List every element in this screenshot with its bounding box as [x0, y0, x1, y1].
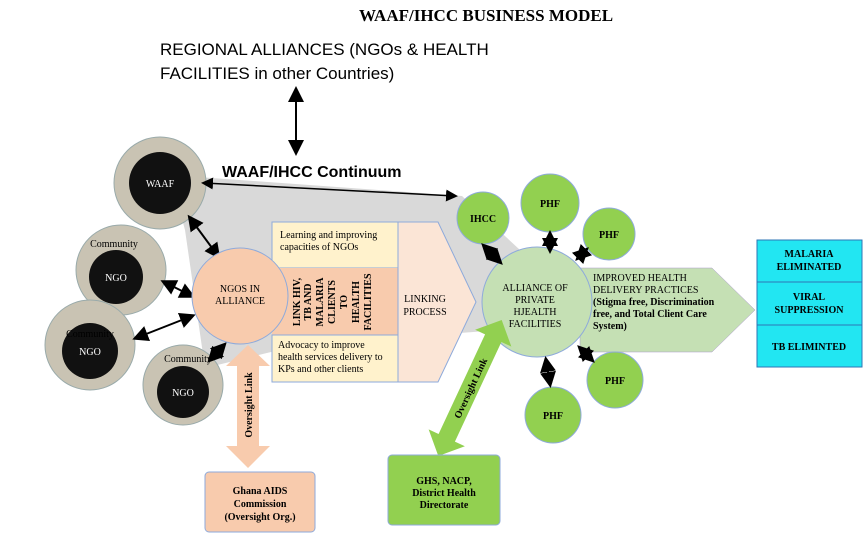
svg-text:HJEALTH: HJEALTH [514, 307, 557, 318]
oversight-arrow-ghana: Oversight Link [226, 345, 270, 468]
svg-text:HEALTH: HEALTH [351, 281, 362, 323]
phf-node: PHF [586, 351, 644, 409]
svg-text:(Stigma free, Discrimination: (Stigma free, Discrimination [593, 297, 715, 308]
link-box [272, 268, 398, 335]
community-ngo-1: Community NGO [75, 224, 167, 316]
svg-text:PHF: PHF [543, 411, 563, 422]
private-alliance-node: ALLIANCE OF PRIVATE HJEALTH FACILITIES [481, 246, 593, 358]
ihcc-node: IHCC [456, 191, 510, 245]
svg-text:TB AND: TB AND [303, 284, 314, 321]
svg-text:IMPROVED HEALTH: IMPROVED HEALTH [593, 273, 687, 284]
ngo-label: NGO [172, 388, 194, 399]
svg-text:(Oversight Org.): (Oversight Org.) [224, 512, 295, 523]
ngos-in-alliance-node: NGOS IN ALLIANCE [191, 247, 289, 345]
waaf-alliance-arrow [187, 214, 221, 260]
svg-text:GHS, NACP,: GHS, NACP, [416, 476, 472, 487]
regional-line2: FACILITIES in other Countries) [160, 64, 394, 83]
ghs-box: GHS, NACP, District Health Directorate [387, 454, 501, 526]
phf-arrow [577, 345, 595, 363]
waaf-ihcc-arrow [201, 177, 458, 202]
phf-arrow [571, 243, 593, 265]
ngo-label: NGO [79, 347, 101, 358]
ngo2-arrow [132, 312, 196, 342]
svg-text:ELIMINATED: ELIMINATED [777, 262, 842, 273]
community-label: Community [66, 329, 114, 340]
regional-line1: REGIONAL ALLIANCES (NGOs & HEALTH [160, 40, 489, 59]
continuum-label: WAAF/IHCC Continuum [222, 164, 402, 181]
svg-text:MALARIA: MALARIA [315, 277, 326, 327]
learning-box [271, 221, 399, 269]
link-text: LINK HIV, TB AND MALARIA CLIENTS TO HEAL… [292, 273, 374, 330]
ngo-label: NGO [105, 273, 127, 284]
waaf-node: WAAF [113, 136, 207, 230]
svg-text:PHF: PHF [540, 199, 560, 210]
alliance-text: NGOS IN [220, 284, 260, 295]
outcome-tb [756, 324, 863, 368]
svg-text:PHF: PHF [599, 230, 619, 241]
svg-text:CLIENTS: CLIENTS [327, 280, 338, 324]
community-label: Community [164, 354, 212, 365]
svg-text:System): System) [593, 321, 627, 332]
improved-practices-arrow [579, 267, 756, 353]
ihcc-arrow [481, 243, 503, 265]
svg-text:MALARIA: MALARIA [785, 249, 835, 260]
community-ngo-3: Community NGO [142, 344, 224, 426]
linking-text: LINKING [404, 294, 446, 305]
svg-text:District Health: District Health [412, 488, 476, 499]
oversight-label: Oversight Link [244, 372, 255, 438]
svg-text:Ghana AIDS: Ghana AIDS [233, 486, 288, 497]
learning-text: Learning and improving [280, 230, 377, 241]
community-label: Community [90, 239, 138, 250]
waaf-label: WAAF [146, 179, 175, 190]
outcome-boxes: MALARIA ELIMINATED VIRAL SUPPRESSION TB … [756, 239, 863, 368]
phf-node: PHF [524, 386, 582, 444]
alliance-text: ALLIANCE [215, 296, 265, 307]
svg-text:IHCC: IHCC [470, 214, 496, 225]
svg-text:FACILITIES: FACILITIES [363, 273, 374, 330]
page-title: WAAF/IHCC BUSINESS MODEL [359, 6, 613, 25]
linking-text: PROCESS [403, 307, 446, 318]
advocacy-text: Advocacy to improve [278, 340, 365, 351]
svg-text:TO: TO [339, 295, 350, 309]
svg-text:VIRAL: VIRAL [793, 292, 826, 303]
outcome-malaria [756, 239, 863, 283]
svg-text:PRIVATE: PRIVATE [515, 295, 555, 306]
svg-text:FACILITIES: FACILITIES [509, 319, 562, 330]
svg-text:SUPPRESSION: SUPPRESSION [775, 305, 845, 316]
phf-arrow [540, 356, 556, 388]
svg-text:Commission: Commission [234, 499, 287, 510]
advocacy-box [271, 334, 399, 383]
advocacy-text: KPs and other clients [278, 364, 363, 375]
learning-text: capacities of NGOs [280, 242, 358, 253]
ngo3-arrow [207, 342, 227, 363]
svg-text:TB ELIMINTED: TB ELIMINTED [772, 342, 846, 353]
outcome-viral [756, 281, 863, 326]
ngo1-arrow [160, 280, 196, 298]
community-ngo-2: Community NGO [44, 299, 136, 391]
svg-text:DELIVERY PRACTICES: DELIVERY PRACTICES [593, 285, 698, 296]
phf-node: PHF [520, 173, 580, 233]
svg-text:Directorate: Directorate [420, 500, 469, 511]
improved-text: IMPROVED HEALTH DELIVERY PRACTICES (Stig… [593, 273, 715, 332]
svg-text:free, and Total Client Care: free, and Total Client Care [593, 309, 707, 320]
linking-process-chevron [397, 221, 477, 383]
ghana-aids-commission-box: Ghana AIDS Commission (Oversight Org.) [204, 471, 316, 533]
phf-node: PHF [582, 207, 636, 261]
svg-text:LINK HIV,: LINK HIV, [292, 277, 303, 326]
advocacy-text: health services delivery to [278, 352, 383, 363]
svg-text:ALLIANCE OF: ALLIANCE OF [502, 283, 568, 294]
svg-text:PHF: PHF [605, 376, 625, 387]
